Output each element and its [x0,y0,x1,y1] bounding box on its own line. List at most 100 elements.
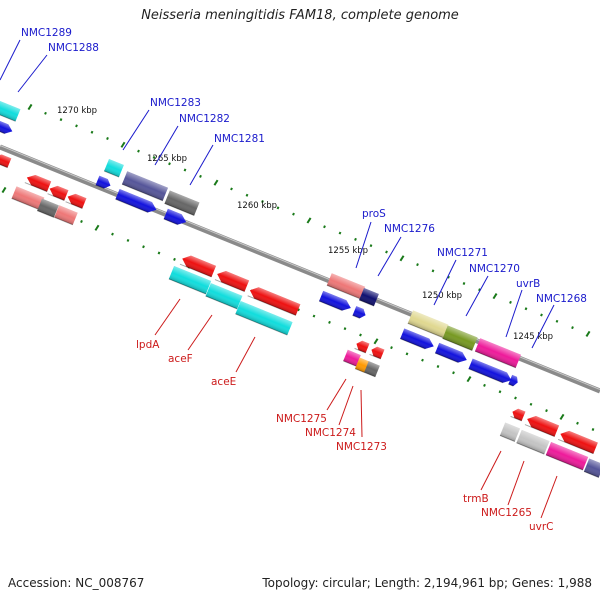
scale-tick [80,220,83,224]
scale-tick [199,174,202,178]
scale-label-1270: 1270 kbp [57,106,97,116]
gene-label-nmc1270[interactable]: NMC1270 [469,263,520,275]
gene-uvrb[interactable] [474,338,522,369]
scale-tick [152,155,156,159]
gene-nmc1276[interactable] [358,287,379,307]
gene-acee-arrow[interactable] [247,285,301,316]
scale-tick [106,137,109,141]
gene-trmb[interactable] [499,422,521,442]
gene-nmc1265[interactable] [516,429,550,455]
scale-tick [585,330,591,337]
gene-label-nmc1274[interactable]: NMC1274 [305,427,356,439]
gene-nmc1289[interactable] [0,98,21,122]
scale-tick [276,206,280,210]
scale-label-1255: 1255 kbp [328,246,368,256]
gene-label-nmc1289[interactable]: NMC1289 [21,27,72,39]
gene-acef[interactable] [205,283,243,310]
gene-label-nmc1265[interactable]: NMC1265 [481,507,532,519]
gene-rev-grey[interactable] [37,198,59,218]
gene-nmc1265-arrow[interactable] [524,413,560,438]
gene-label-trmb[interactable]: trmB [463,493,489,505]
scale-tick [399,255,405,262]
gene-trmb-arrow[interactable] [510,407,526,422]
scale-tick [462,282,466,285]
scale-tick [168,162,171,166]
gene-label-nmc1275[interactable]: NMC1275 [276,413,327,425]
gene-lpda[interactable] [168,265,212,295]
gene-nmc1283[interactable] [103,158,124,178]
gene-nmc1283-fwd[interactable] [95,175,113,191]
scale-tick [44,111,47,115]
scale-tick [126,238,130,242]
gene-rev-c[interactable] [65,192,87,209]
scale-ticks-forward [27,103,591,337]
gene-label-acef[interactable]: aceF [168,353,193,365]
gene-rev-small-b[interactable] [369,345,385,360]
gene-acee[interactable] [235,300,293,336]
scale-tick [452,371,455,375]
gene-nmc1275[interactable] [343,349,361,367]
gene-rev-b[interactable] [47,184,69,201]
gene-lpda-arrow[interactable] [179,253,217,278]
gene-nmc1288[interactable] [0,119,14,136]
scale-tick [137,149,140,153]
scale-tick [514,396,517,400]
topology-text: Topology: circular; Length: 2,194,961 bp… [262,576,592,590]
gene-rev-a[interactable] [24,172,52,193]
gene-nmc1273[interactable] [363,361,380,378]
scale-tick [338,231,342,235]
gene-label-nmc1283[interactable]: NMC1283 [150,97,201,109]
gene-label-acee[interactable]: aceE [211,376,236,388]
gene-nmc1282[interactable] [121,171,169,202]
scale-tick [591,428,595,432]
gene-uvrb-fwd[interactable] [468,358,514,386]
scale-tick [94,224,100,231]
gene-acef-arrow[interactable] [214,268,250,293]
gene-label-nmc1273[interactable]: NMC1273 [336,441,387,453]
gene-nmc1268[interactable] [508,374,519,387]
gene-rev-small-a[interactable] [354,339,370,354]
gene-label-nmc1271[interactable]: NMC1271 [437,247,488,259]
gene-edge-right[interactable] [583,458,600,478]
gene-nmc1271-fwd[interactable] [399,328,436,352]
scale-tick [498,390,502,394]
gene-label-nmc1288[interactable]: NMC1288 [48,42,99,54]
gene-label-lpda[interactable]: lpdA [136,339,160,351]
scale-tick [431,269,435,273]
gene-label-uvrb[interactable]: uvrB [516,278,540,290]
gene-nmc1274[interactable] [354,357,369,373]
gene-nmc1281[interactable] [164,190,200,216]
gene-label-uvrc[interactable]: uvrC [529,521,554,533]
scale-tick [157,251,161,255]
gene-label-nmc1282[interactable]: NMC1282 [179,113,230,125]
gene-nmc1276-fwd[interactable] [352,306,368,320]
scale-tick [421,358,424,362]
gene-label-nmc1276[interactable]: NMC1276 [384,223,435,235]
scale-tick [328,320,331,324]
gene-nmc1270[interactable] [442,325,478,351]
gene-rev-edge[interactable] [0,152,12,169]
gene-label-nmc1281[interactable]: NMC1281 [214,133,265,145]
gene-uvrc-arrow[interactable] [557,428,598,455]
gene-pros-fwd[interactable] [318,290,353,313]
scale-tick [529,402,533,406]
scale-tick [571,326,574,330]
gene-label-nmc1268[interactable]: NMC1268 [536,293,587,305]
scale-label-1260: 1260 kbp [237,201,277,211]
accession-text: Accession: NC_008767 [8,576,145,590]
scale-label-1265: 1265 kbp [147,154,187,164]
gene-rev-pink-b[interactable] [54,205,78,226]
scale-tick [292,212,295,216]
scale-tick [373,338,379,345]
gene-uvrc[interactable] [545,441,589,471]
gene-nmc1270-fwd[interactable] [434,342,469,365]
scale-tick [436,365,440,368]
gene-nmc1282-fwd[interactable] [115,188,158,215]
gene-rev-pink[interactable] [11,186,45,211]
scale-tick [27,103,33,111]
gene-label-pros[interactable]: proS [362,208,386,220]
gene-nmc1281-fwd[interactable] [163,208,189,227]
gene-nmc1271[interactable] [407,310,449,339]
scale-tick [405,352,409,356]
gene-pros[interactable] [326,273,366,300]
